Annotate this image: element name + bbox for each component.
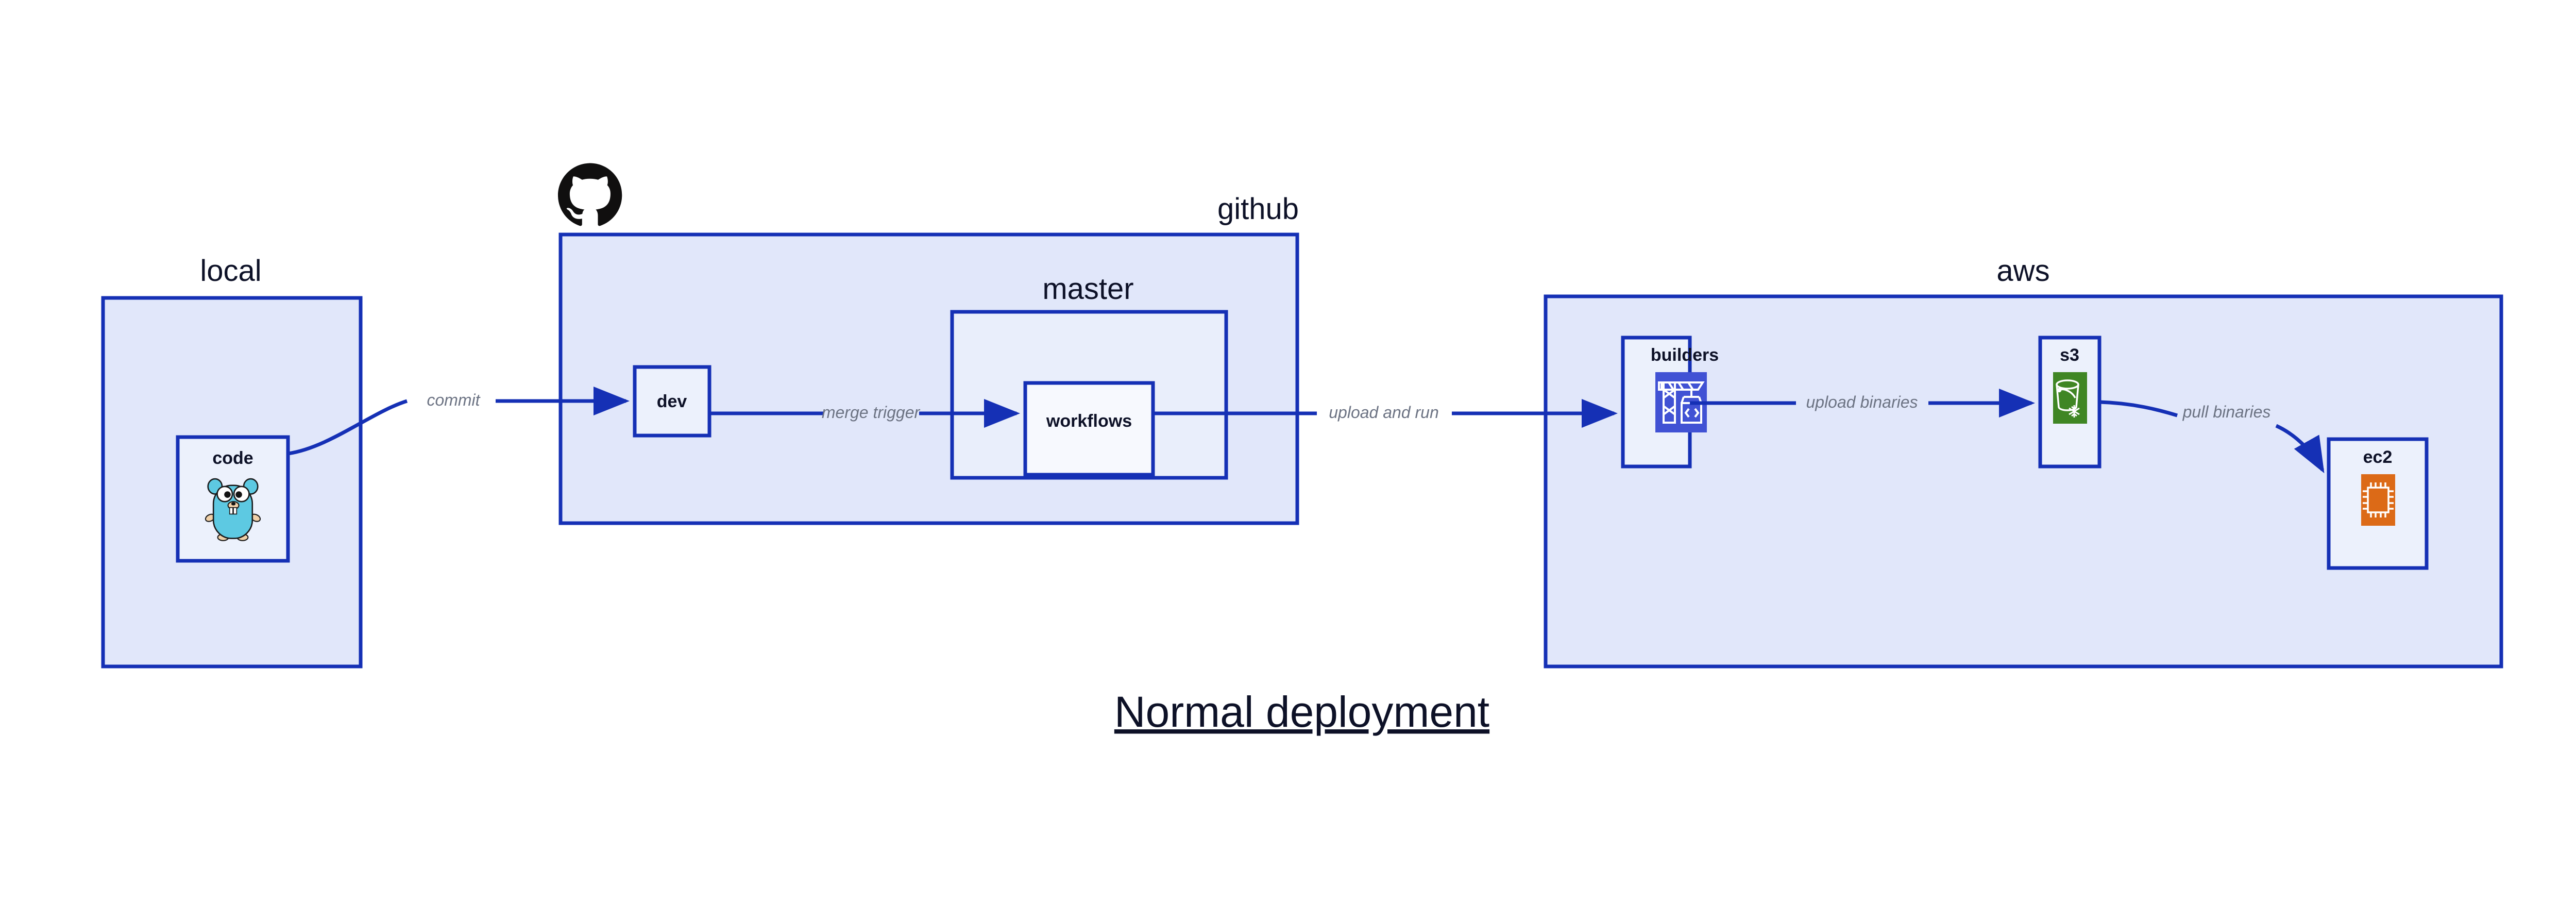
cpu-chip-icon <box>2361 474 2395 526</box>
node-label-code: code <box>212 448 253 468</box>
node-label-s3: s3 <box>2060 345 2079 365</box>
edge-pull-binaries: pull binaries <box>2099 400 2325 474</box>
subcontainer-title-master: master <box>1042 272 1133 306</box>
node-label-workflows: workflows <box>1046 411 1132 431</box>
edge-commit: commit <box>287 387 630 456</box>
go-gopher-icon <box>205 478 261 541</box>
edge-label-upload-and-run: upload and run <box>1329 403 1439 422</box>
github-octocat-icon <box>558 163 622 226</box>
diagram-title: Normal deployment <box>1114 688 1489 736</box>
edge-upload-binaries: upload binaries <box>1690 389 2035 417</box>
edge-merge-trigger: merge trigger <box>709 399 1020 428</box>
node-label-dev: dev <box>657 392 687 411</box>
edge-upload-and-run: upload and run <box>1153 399 1618 428</box>
node-dev[interactable] <box>633 365 711 438</box>
container-title-github: github <box>1217 192 1299 226</box>
edge-label-commit: commit <box>427 391 480 409</box>
node-label-ec2: ec2 <box>2363 447 2393 467</box>
edge-label-upload-binaries: upload binaries <box>1806 393 1918 411</box>
container-title-aws: aws <box>1996 254 2049 288</box>
edge-label-merge-trigger: merge trigger <box>822 403 921 422</box>
node-s3[interactable] <box>2038 336 2102 469</box>
edge-label-pull-binaries: pull binaries <box>2182 403 2271 421</box>
s3-bucket-icon <box>2053 372 2087 424</box>
container-title-local: local <box>200 254 261 288</box>
node-label-builders: builders <box>1651 345 1719 365</box>
node-workflows[interactable] <box>1023 381 1155 477</box>
